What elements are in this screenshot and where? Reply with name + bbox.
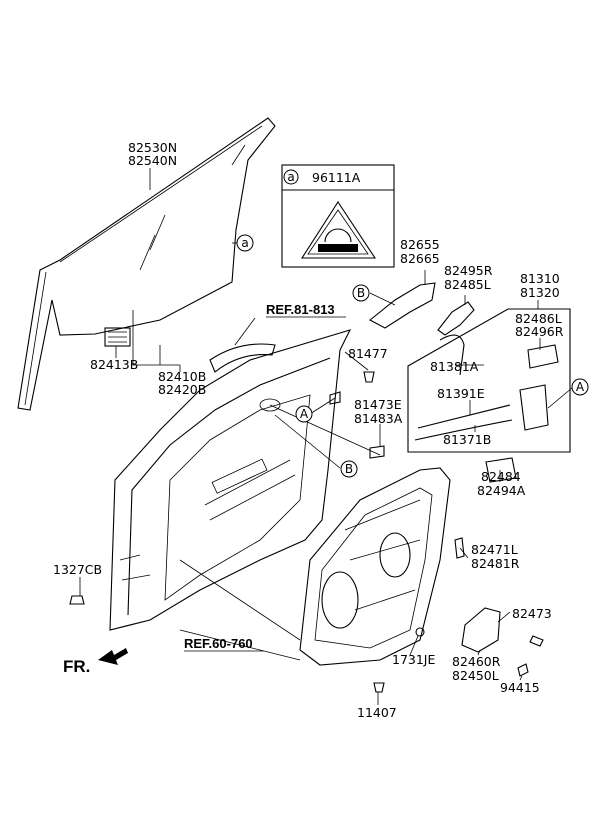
label-82413B: 82413B bbox=[90, 357, 138, 372]
label-81320: 81320 bbox=[520, 285, 560, 300]
sticker-box: a 96111A bbox=[281, 164, 395, 268]
callout-B-lower: B bbox=[340, 460, 358, 478]
label-82530N: 82530N bbox=[128, 140, 177, 155]
outside-handle bbox=[209, 343, 276, 373]
svg-text:A: A bbox=[576, 380, 585, 394]
label-82410B: 82410B bbox=[158, 369, 206, 384]
regulator-module bbox=[299, 467, 465, 666]
ref-81-813: REF.81-813 bbox=[266, 302, 335, 317]
label-82655: 82655 bbox=[400, 237, 440, 252]
label-82665: 82665 bbox=[400, 251, 440, 266]
label-81483A: 81483A bbox=[354, 411, 403, 426]
label-94415: 94415 bbox=[500, 680, 540, 695]
label-82494A: 82494A bbox=[477, 483, 526, 498]
callout-B-upper: B bbox=[352, 284, 370, 302]
svg-text:B: B bbox=[345, 462, 353, 476]
label-81473E: 81473E bbox=[354, 397, 402, 412]
door-glass bbox=[17, 117, 276, 411]
callout-a-glass: a bbox=[236, 234, 254, 252]
callout-A-left: A bbox=[295, 405, 313, 423]
label-81391E: 81391E bbox=[437, 386, 485, 401]
label-82485L: 82485L bbox=[444, 277, 491, 292]
label-82481R: 82481R bbox=[471, 556, 520, 571]
svg-text:a: a bbox=[241, 236, 248, 250]
handle-bracket bbox=[369, 282, 475, 336]
svg-text:A: A bbox=[300, 407, 309, 421]
front-arrow-icon bbox=[98, 648, 128, 665]
label-82450L: 82450L bbox=[452, 668, 499, 683]
glass-holder bbox=[104, 327, 131, 347]
door-frame bbox=[109, 329, 352, 631]
label-81381A: 81381A bbox=[430, 359, 479, 374]
ref-60-760: REF.60-760 bbox=[184, 636, 253, 651]
svg-text:B: B bbox=[357, 286, 365, 300]
label-82495R: 82495R bbox=[444, 263, 493, 278]
label-82420B: 82420B bbox=[158, 382, 206, 397]
label-82484: 82484 bbox=[481, 469, 521, 484]
label-82486L: 82486L bbox=[515, 311, 562, 326]
window-motor bbox=[461, 607, 501, 653]
label-82540N: 82540N bbox=[128, 153, 177, 168]
label-81310: 81310 bbox=[520, 271, 560, 286]
striker-bracket bbox=[485, 457, 517, 483]
label-81371B: 81371B bbox=[443, 432, 491, 447]
label-11407: 11407 bbox=[357, 705, 397, 720]
label-82473: 82473 bbox=[512, 606, 552, 621]
callout-A-right: A bbox=[571, 378, 589, 396]
latch-group-box bbox=[407, 308, 571, 453]
label-96111A: 96111A bbox=[312, 170, 361, 185]
sticker-callout-letter: a bbox=[287, 170, 294, 184]
leader-lines bbox=[79, 168, 573, 705]
label-1327CB: 1327CB bbox=[53, 562, 102, 577]
label-82496R: 82496R bbox=[515, 324, 564, 339]
label-82460R: 82460R bbox=[452, 654, 501, 669]
label-82471L: 82471L bbox=[471, 542, 518, 557]
sticker-text-band bbox=[318, 244, 358, 252]
fasteners bbox=[69, 371, 544, 693]
direction-label: FR. bbox=[63, 657, 90, 676]
label-1731JE: 1731JE bbox=[392, 652, 435, 667]
label-81477: 81477 bbox=[348, 346, 388, 361]
